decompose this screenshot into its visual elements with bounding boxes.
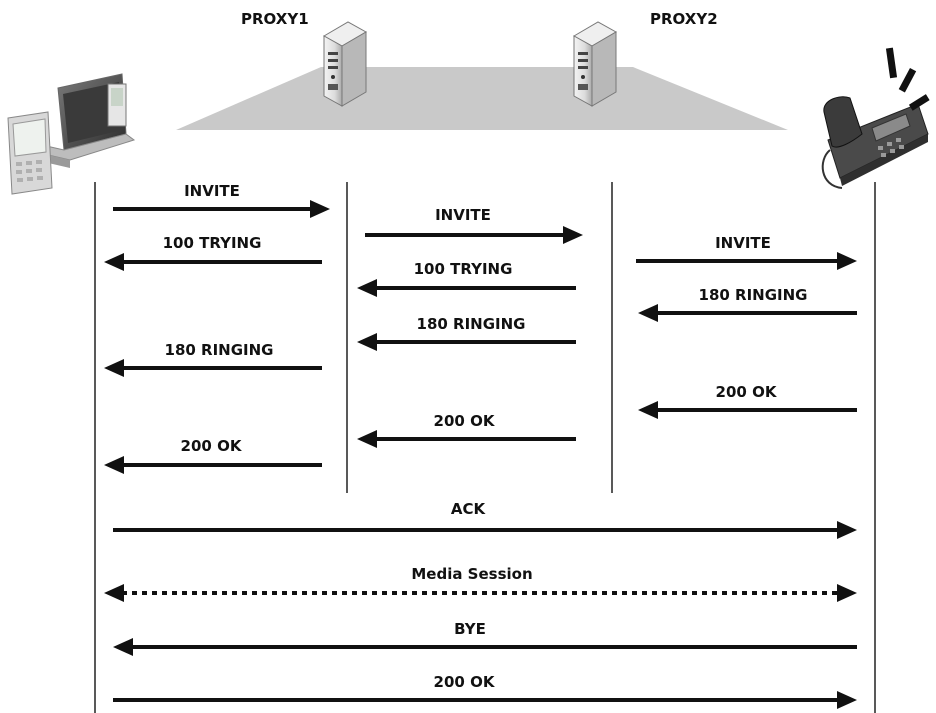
message-arrow-ok-3: [638, 401, 857, 419]
message-arrow-invite-2: [365, 226, 583, 244]
message-label-ringing-2: 180 RINGING: [416, 315, 526, 333]
message-label-ok-1: 200 OK: [180, 437, 242, 455]
message-arrow-ok-1: [104, 456, 322, 474]
message-arrow-bye: [113, 638, 857, 656]
message-label-ringing-3: 180 RINGING: [698, 286, 808, 304]
message-label-trying-1: 100 TRYING: [162, 234, 262, 252]
message-arrow-media: [104, 584, 857, 602]
message-arrows: [104, 200, 857, 709]
message-arrow-ok-2: [357, 430, 576, 448]
message-arrow-trying-1: [104, 253, 322, 271]
message-label-bye: BYE: [454, 620, 486, 638]
message-label-ok-3: 200 OK: [715, 383, 777, 401]
message-label-ack: ACK: [450, 500, 486, 518]
message-label-invite-2: INVITE: [435, 206, 491, 224]
server-tower-icon: [572, 21, 618, 107]
server-tower-icon: [322, 21, 368, 107]
message-label-ok-final: 200 OK: [433, 673, 495, 691]
message-arrow-ack: [113, 521, 857, 539]
message-arrow-ringing-3: [638, 304, 857, 322]
message-arrow-invite-1: [113, 200, 330, 218]
message-arrow-ringing-1: [104, 359, 322, 377]
message-arrow-trying-2: [357, 279, 576, 297]
message-arrow-ok-final: [113, 691, 857, 709]
lifelines: [94, 182, 876, 713]
message-label-media: Media Session: [411, 565, 533, 583]
message-label-ok-2: 200 OK: [433, 412, 495, 430]
proxy1-label: PROXY1: [241, 10, 309, 28]
proxy2-label: PROXY2: [650, 10, 718, 28]
proxy-network-band: [176, 67, 788, 130]
message-arrow-invite-3: [636, 252, 857, 270]
ringing-desk-phone-icon: [821, 47, 930, 189]
laptop-pda-icon: [7, 73, 136, 195]
message-label-invite-1: INVITE: [184, 182, 240, 200]
message-label-ringing-1: 180 RINGING: [164, 341, 274, 359]
message-label-invite-3: INVITE: [715, 234, 771, 252]
message-arrow-ringing-2: [357, 333, 576, 351]
message-label-trying-2: 100 TRYING: [413, 260, 513, 278]
